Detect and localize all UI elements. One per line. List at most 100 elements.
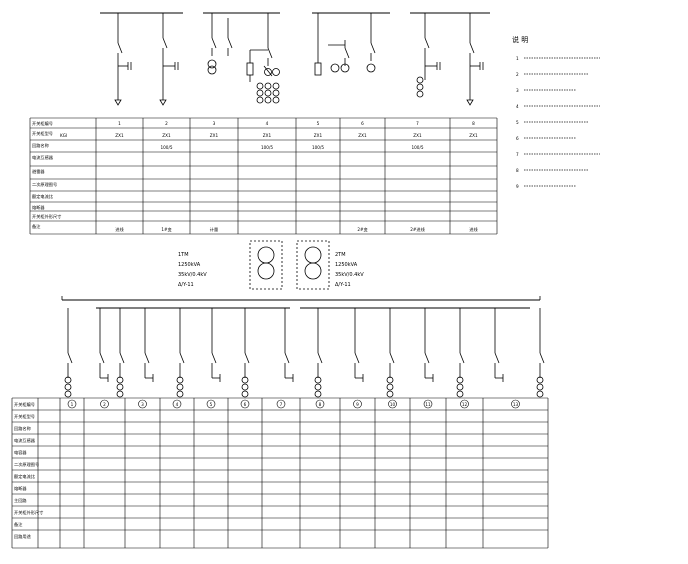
hv-model-cell: ZX1 <box>263 133 272 138</box>
switch-blade <box>117 42 123 54</box>
hv-model-cell: ZX1 <box>413 133 422 138</box>
arrow-head <box>466 99 474 106</box>
transformer-ratio: 35kV/0.4kV <box>335 272 364 278</box>
pt-coil <box>207 59 217 69</box>
lv-col-number-circle <box>388 399 397 409</box>
lv-col-number-circle <box>276 399 286 409</box>
lv-col-number-circle <box>100 399 109 409</box>
switch-blade <box>424 37 430 49</box>
switch-blade <box>389 352 395 364</box>
note-number: 5 <box>516 120 519 125</box>
ct-coil <box>241 383 249 391</box>
lv-col-number-circle <box>138 399 147 409</box>
lv-col-number: 7 <box>280 402 283 407</box>
note-number: 9 <box>516 184 519 189</box>
hv-ct-cell: 100/5 <box>261 145 273 150</box>
switch-blade <box>469 42 475 54</box>
ct-coil <box>116 383 124 391</box>
note-number: 3 <box>516 88 519 93</box>
fuse <box>246 62 254 76</box>
lv-table-grid <box>11 397 549 549</box>
lv-col-number: 1 <box>71 402 74 407</box>
hv-remark-cell: 进线 <box>469 226 478 233</box>
ct-coil <box>314 383 322 391</box>
ct-coil <box>386 376 394 384</box>
pt-coil <box>207 65 217 75</box>
hv-row-label: 开关柜型号 <box>32 130 53 137</box>
hv-model-prefix: KGI <box>60 133 67 138</box>
transformers: 1TM1250kVA35kV/0.4kVΔ/Y-112TM1250kVA35kV… <box>178 240 364 290</box>
hv-col-number: 6 <box>361 121 364 126</box>
ct-coil <box>272 96 280 104</box>
ct-coil <box>256 96 264 104</box>
pt-coil <box>330 63 340 73</box>
transformer-symbols <box>249 240 330 290</box>
hv-remark-cell: 1#变 <box>161 226 171 233</box>
ct-coil <box>176 390 184 398</box>
ct-coil <box>116 390 124 398</box>
meter-mark <box>263 65 273 77</box>
transformer-connection: Δ/Y-11 <box>335 282 351 288</box>
lv-row-label: 电容器 <box>14 449 27 456</box>
switch-blade <box>227 37 233 49</box>
hv-col-number: 3 <box>213 121 216 126</box>
switch-blade <box>211 37 217 49</box>
lv-col-number: 6 <box>244 402 247 407</box>
switch-blade <box>119 352 125 364</box>
lv-row-label: 开关柜外形尺寸 <box>14 509 43 516</box>
lv-col-number: 11 <box>425 402 431 407</box>
lv-col-number-circle <box>353 399 362 409</box>
switch-blade <box>424 352 430 364</box>
lv-row-label: 开关柜编号 <box>14 401 35 408</box>
ct-coil <box>176 383 184 391</box>
ct-coil <box>64 376 72 384</box>
hv-row-label: 避雷器 <box>32 168 45 175</box>
hv-col-number: 8 <box>472 121 475 126</box>
hv-remark-cell: 进线 <box>115 226 124 233</box>
lv-col-number-circle <box>172 399 182 409</box>
switch-blade <box>539 352 545 364</box>
transformer-capacity: 1250kVA <box>335 262 358 268</box>
hv-ct-cell: 100/5 <box>312 145 324 150</box>
ct-coil <box>314 376 322 384</box>
ct-coil <box>314 390 322 398</box>
notes-title: 说 明 <box>512 35 528 44</box>
ct-coil <box>416 90 424 98</box>
hv-ct-cell: 100/5 <box>160 145 172 150</box>
note-number: 6 <box>516 136 519 141</box>
switch-blade <box>211 352 217 364</box>
lv-row-label: 回路名称 <box>14 425 31 432</box>
lv-row-label: 电流互感器 <box>14 437 36 444</box>
lv-col-number-circle <box>67 399 77 409</box>
lv-col-number-circle <box>460 399 469 409</box>
hv-model-cell: ZX1 <box>314 133 323 138</box>
switch-blade <box>267 47 273 59</box>
hv-col-number: 2 <box>165 121 168 126</box>
switch-blade <box>162 37 168 49</box>
transformer-ratio: 35kV/0.4kV <box>178 272 207 278</box>
hv-row-label: 二次原理图号 <box>32 181 57 188</box>
lv-row-label: 主回路 <box>14 497 27 504</box>
ct-coil <box>456 383 464 391</box>
lv-busbars <box>62 299 540 309</box>
ct-coil <box>536 383 544 391</box>
ct-coil <box>536 376 544 384</box>
meter-coil <box>272 68 280 76</box>
transformer-winding <box>257 262 275 280</box>
lv-col-number: 9 <box>356 402 359 407</box>
hv-model-cell: ZX1 <box>162 133 171 138</box>
lv-row-label: 开关柜型号 <box>14 413 35 420</box>
meter-coil <box>264 68 272 76</box>
switch-blade <box>354 352 360 364</box>
transformer-winding <box>304 246 322 264</box>
switch-blade <box>244 352 250 364</box>
lv-col-number: 12 <box>462 402 468 407</box>
lv-col-number-circle <box>423 399 433 409</box>
note-number: 7 <box>516 152 519 157</box>
lv-row-label: 回路用途 <box>14 533 32 540</box>
ct-coil <box>456 390 464 398</box>
lv-col-number: 2 <box>103 402 106 407</box>
hv-col-number: 4 <box>266 121 269 126</box>
